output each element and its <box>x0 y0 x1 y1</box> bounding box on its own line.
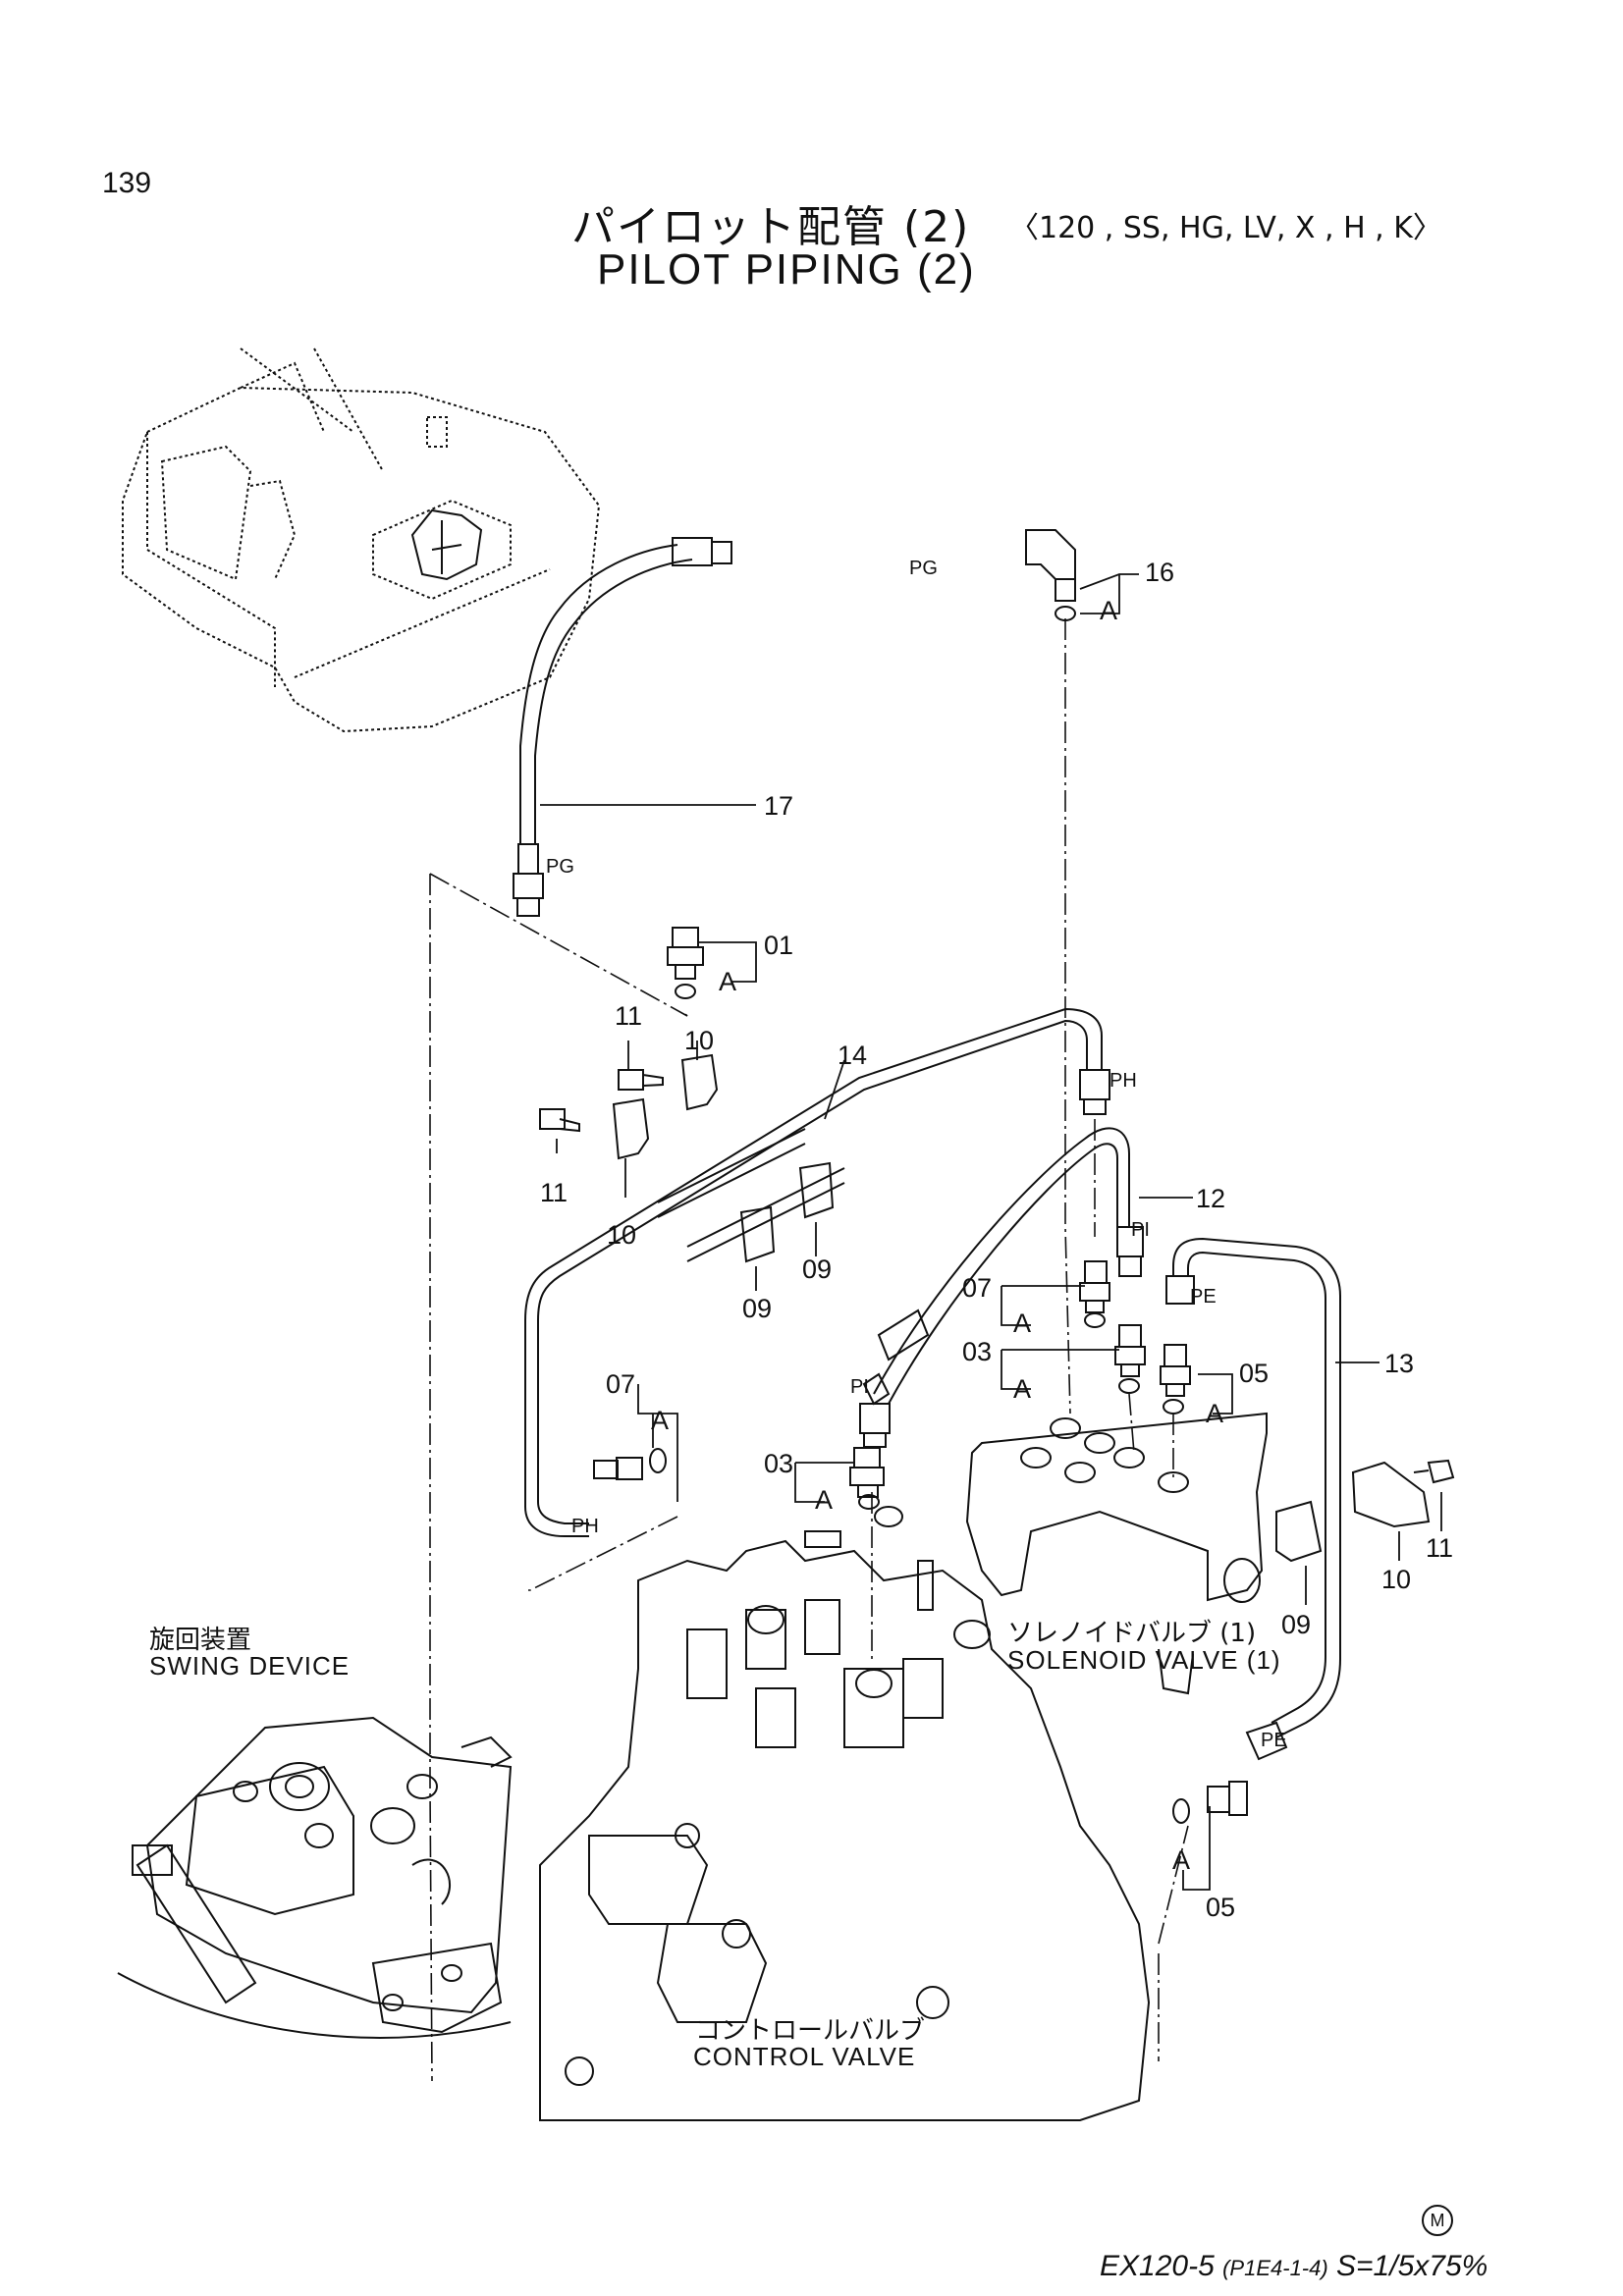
hose-12 <box>859 1127 1144 1448</box>
callout-05-lower: 05 <box>1206 1893 1236 1922</box>
title-english: PILOT PIPING (2) <box>597 245 976 294</box>
callout-10-top: 10 <box>684 1026 715 1055</box>
group-tag-a-05-upper: A <box>1206 1399 1224 1428</box>
callout-09-right: 09 <box>802 1255 833 1284</box>
port-label-pi-left: PI <box>850 1376 869 1398</box>
callout-16: 16 <box>1145 558 1175 587</box>
solenoid-valve-label-en: SOLENOID VALVE (1) <box>1007 1645 1281 1675</box>
callout-14: 14 <box>838 1041 868 1070</box>
port-label-ph-lower: PH <box>571 1516 599 1537</box>
swing-device-label-en: SWING DEVICE <box>149 1651 351 1681</box>
footer-model-line: EX120-5 (P1E4-1-4) S=1/5x75% <box>1100 2250 1488 2283</box>
solenoid-valve-label-jp: ソレノイドバルブ (1) <box>1007 1619 1257 1648</box>
group-tag-a-16: A <box>1100 596 1118 625</box>
callout-09-left: 09 <box>742 1294 773 1323</box>
group-tag-a-03-upper: A <box>1013 1374 1032 1404</box>
m-circle-mark: M <box>1422 2205 1453 2236</box>
port-label-pg-lower: PG <box>546 856 574 878</box>
control-valve-body <box>539 1506 1151 2121</box>
fittings-07-03-05 <box>593 1260 1248 1824</box>
callout-11-right: 11 <box>1426 1533 1454 1563</box>
swing-device-body <box>117 1716 513 2039</box>
excavator-valve-detail <box>410 508 483 581</box>
clamps <box>612 1053 1431 1563</box>
hose-17 <box>513 537 732 917</box>
page-number: 139 <box>102 167 152 199</box>
fitting-16 <box>1025 529 1076 621</box>
footer-scale: S=1/5x75% <box>1336 2250 1488 2282</box>
group-tag-a-01: A <box>719 967 737 996</box>
callout-09-far-right: 09 <box>1281 1610 1312 1639</box>
excavator-overview-sketch <box>122 347 601 733</box>
group-tag-a-05-lower: A <box>1172 1845 1191 1875</box>
control-valve-label-jp: コントロールバルブ <box>695 2016 926 2046</box>
callout-03-upper: 03 <box>962 1337 993 1366</box>
adapter-01 <box>667 927 704 999</box>
footer-code: (P1E4-1-4) <box>1222 2256 1328 2280</box>
callout-10-right: 10 <box>1381 1565 1412 1594</box>
callout-11-left: 11 <box>540 1178 568 1207</box>
footer-model: EX120-5 <box>1100 2250 1215 2282</box>
hose-13 <box>1165 1237 1341 1761</box>
group-tag-a-03-lower: A <box>815 1485 834 1515</box>
control-valve-label-en: CONTROL VALVE <box>693 2042 916 2071</box>
callout-11-top: 11 <box>615 1001 643 1031</box>
port-label-ph-upper: PH <box>1109 1070 1137 1092</box>
port-label-pi-right: PI <box>1131 1219 1150 1241</box>
callout-01: 01 <box>764 931 794 960</box>
title-models: 〈120 , SS, HG, LV, X , H , K〉 <box>1009 211 1442 245</box>
bolts-11 <box>539 1069 1455 1484</box>
group-tag-a-07-upper: A <box>1013 1308 1032 1338</box>
group-tag-a-07-lower: A <box>651 1406 670 1435</box>
callout-05-upper: 05 <box>1239 1359 1270 1388</box>
callout-10-left: 10 <box>607 1220 637 1250</box>
callout-13: 13 <box>1384 1349 1415 1378</box>
callout-17: 17 <box>764 791 794 821</box>
solenoid-valve-body <box>965 1412 1268 1695</box>
callout-07-lower: 07 <box>606 1369 636 1399</box>
callout-07-upper: 07 <box>962 1273 993 1303</box>
title-japanese: パイロット配管 (2) <box>571 202 971 252</box>
port-label-pe-lower: PE <box>1261 1730 1287 1751</box>
pipe-14 <box>524 1007 1110 1537</box>
callout-03-lower: 03 <box>764 1449 794 1478</box>
swing-device-label-jp: 旋回装置 <box>149 1626 252 1655</box>
port-label-pe-upper: PE <box>1190 1286 1217 1308</box>
callout-12: 12 <box>1196 1184 1226 1213</box>
phantom-line-a <box>429 873 688 1017</box>
port-label-pg-upper: PG <box>909 558 938 579</box>
